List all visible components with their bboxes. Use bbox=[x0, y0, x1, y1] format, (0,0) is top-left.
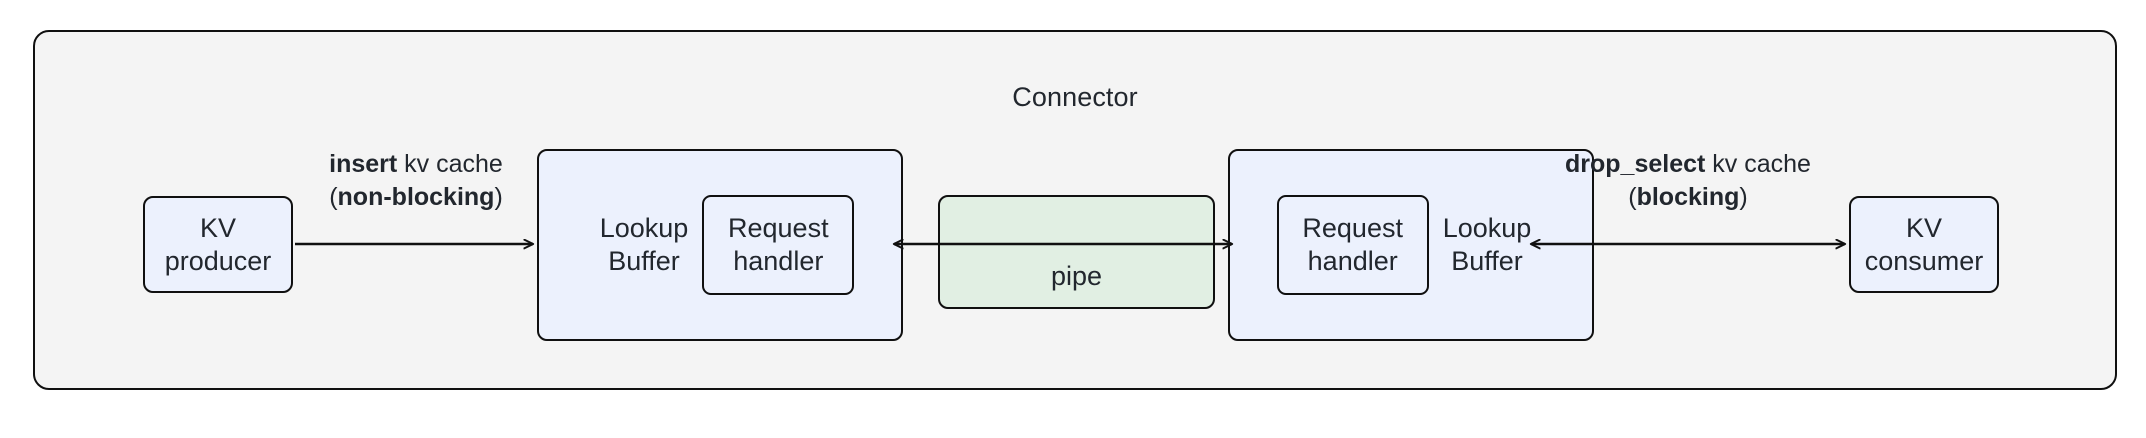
lookup-buffer-right-label: Lookup Buffer bbox=[1442, 213, 1532, 276]
edge-label-drop-select-line2: (blocking) bbox=[1538, 181, 1838, 214]
edge-label-insert-paren-close: ) bbox=[494, 183, 503, 211]
edge-label-insert-object: kv cache bbox=[397, 150, 503, 178]
edge-label-drop-select-paren-open: ( bbox=[1628, 183, 1637, 211]
lookup-buffer-left-node[interactable]: Lookup Buffer Request handler bbox=[537, 149, 903, 341]
request-handler-left-node[interactable]: Request handler bbox=[702, 195, 855, 295]
edge-label-drop-select-op: drop_select bbox=[1565, 150, 1706, 178]
pipe-node[interactable]: pipe bbox=[938, 195, 1215, 309]
edge-label-insert-line2: (non-blocking) bbox=[296, 181, 536, 214]
edge-label-insert-paren-open: ( bbox=[329, 183, 338, 211]
request-handler-right-node[interactable]: Request handler bbox=[1276, 195, 1429, 295]
pipe-label: pipe bbox=[1050, 261, 1103, 292]
edge-label-insert-line1: insert kv cache bbox=[296, 148, 536, 181]
lookup-buffer-right-content: Request handler Lookup Buffer bbox=[1230, 151, 1592, 339]
edge-label-insert: insert kv cache (non-blocking) bbox=[296, 148, 536, 214]
edge-label-insert-mode: non-blocking bbox=[337, 183, 495, 211]
kv-producer-node[interactable]: KV producer bbox=[143, 196, 293, 293]
lookup-buffer-left-label: Lookup Buffer bbox=[599, 213, 689, 276]
edge-label-drop-select-mode: blocking bbox=[1636, 183, 1740, 211]
kv-consumer-label: KV consumer bbox=[1864, 212, 1984, 276]
connector-title: Connector bbox=[1012, 82, 1138, 112]
kv-producer-label: KV producer bbox=[164, 212, 272, 276]
edge-label-insert-op: insert bbox=[329, 150, 398, 178]
lookup-buffer-left-content: Lookup Buffer Request handler bbox=[539, 151, 901, 339]
edge-label-drop-select-paren-close: ) bbox=[1739, 183, 1748, 211]
edge-label-drop-select-object: kv cache bbox=[1705, 150, 1811, 178]
edge-label-drop-select-line1: drop_select kv cache bbox=[1538, 148, 1838, 181]
edge-label-drop-select: drop_select kv cache (blocking) bbox=[1538, 148, 1838, 214]
kv-consumer-node[interactable]: KV consumer bbox=[1849, 196, 1999, 293]
